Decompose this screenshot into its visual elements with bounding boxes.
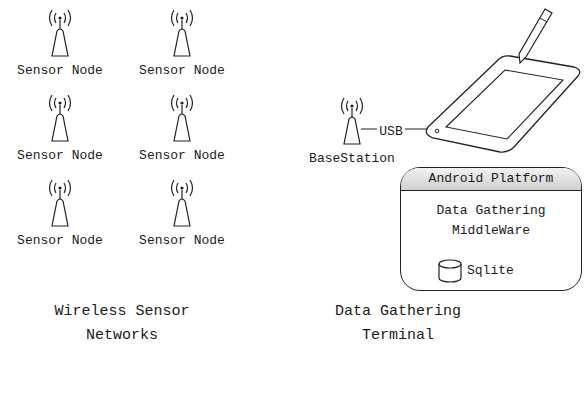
cylinder-shape [437,258,463,284]
tablet-button [435,129,439,133]
node-label: Sensor Node [127,145,237,166]
node-label: Sensor Node [5,145,115,166]
antenna-icon [172,10,193,56]
group-caption: Wireless Sensor Networks [17,300,227,348]
node-label: Sensor Node [5,230,115,251]
node-label: Sensor Node [5,60,115,81]
node-label: Sensor Node [127,230,237,251]
platform-panel: Android PlatformData Gathering MiddleWar… [400,167,582,291]
stylus-band [540,18,547,22]
wire-label: USB [377,121,404,142]
antenna-icon [50,180,71,226]
antenna-icon [172,180,193,226]
group-caption: Data Gathering Terminal [313,300,483,348]
station-label: BaseStation [292,148,412,169]
panel-body: Data Gathering MiddleWare [415,201,567,241]
tablet [426,56,579,152]
database-cylinder: Sqlite [437,258,518,284]
node-label: Sensor Node [127,60,237,81]
stylus [519,9,552,63]
panel-header: Android Platform [401,168,581,191]
antenna-icon [50,95,71,141]
tablet-screen [446,70,563,139]
antenna-icon [342,98,363,144]
antenna-icon [172,95,193,141]
antenna-icon [50,10,71,56]
database-label: Sqlite [467,263,514,278]
